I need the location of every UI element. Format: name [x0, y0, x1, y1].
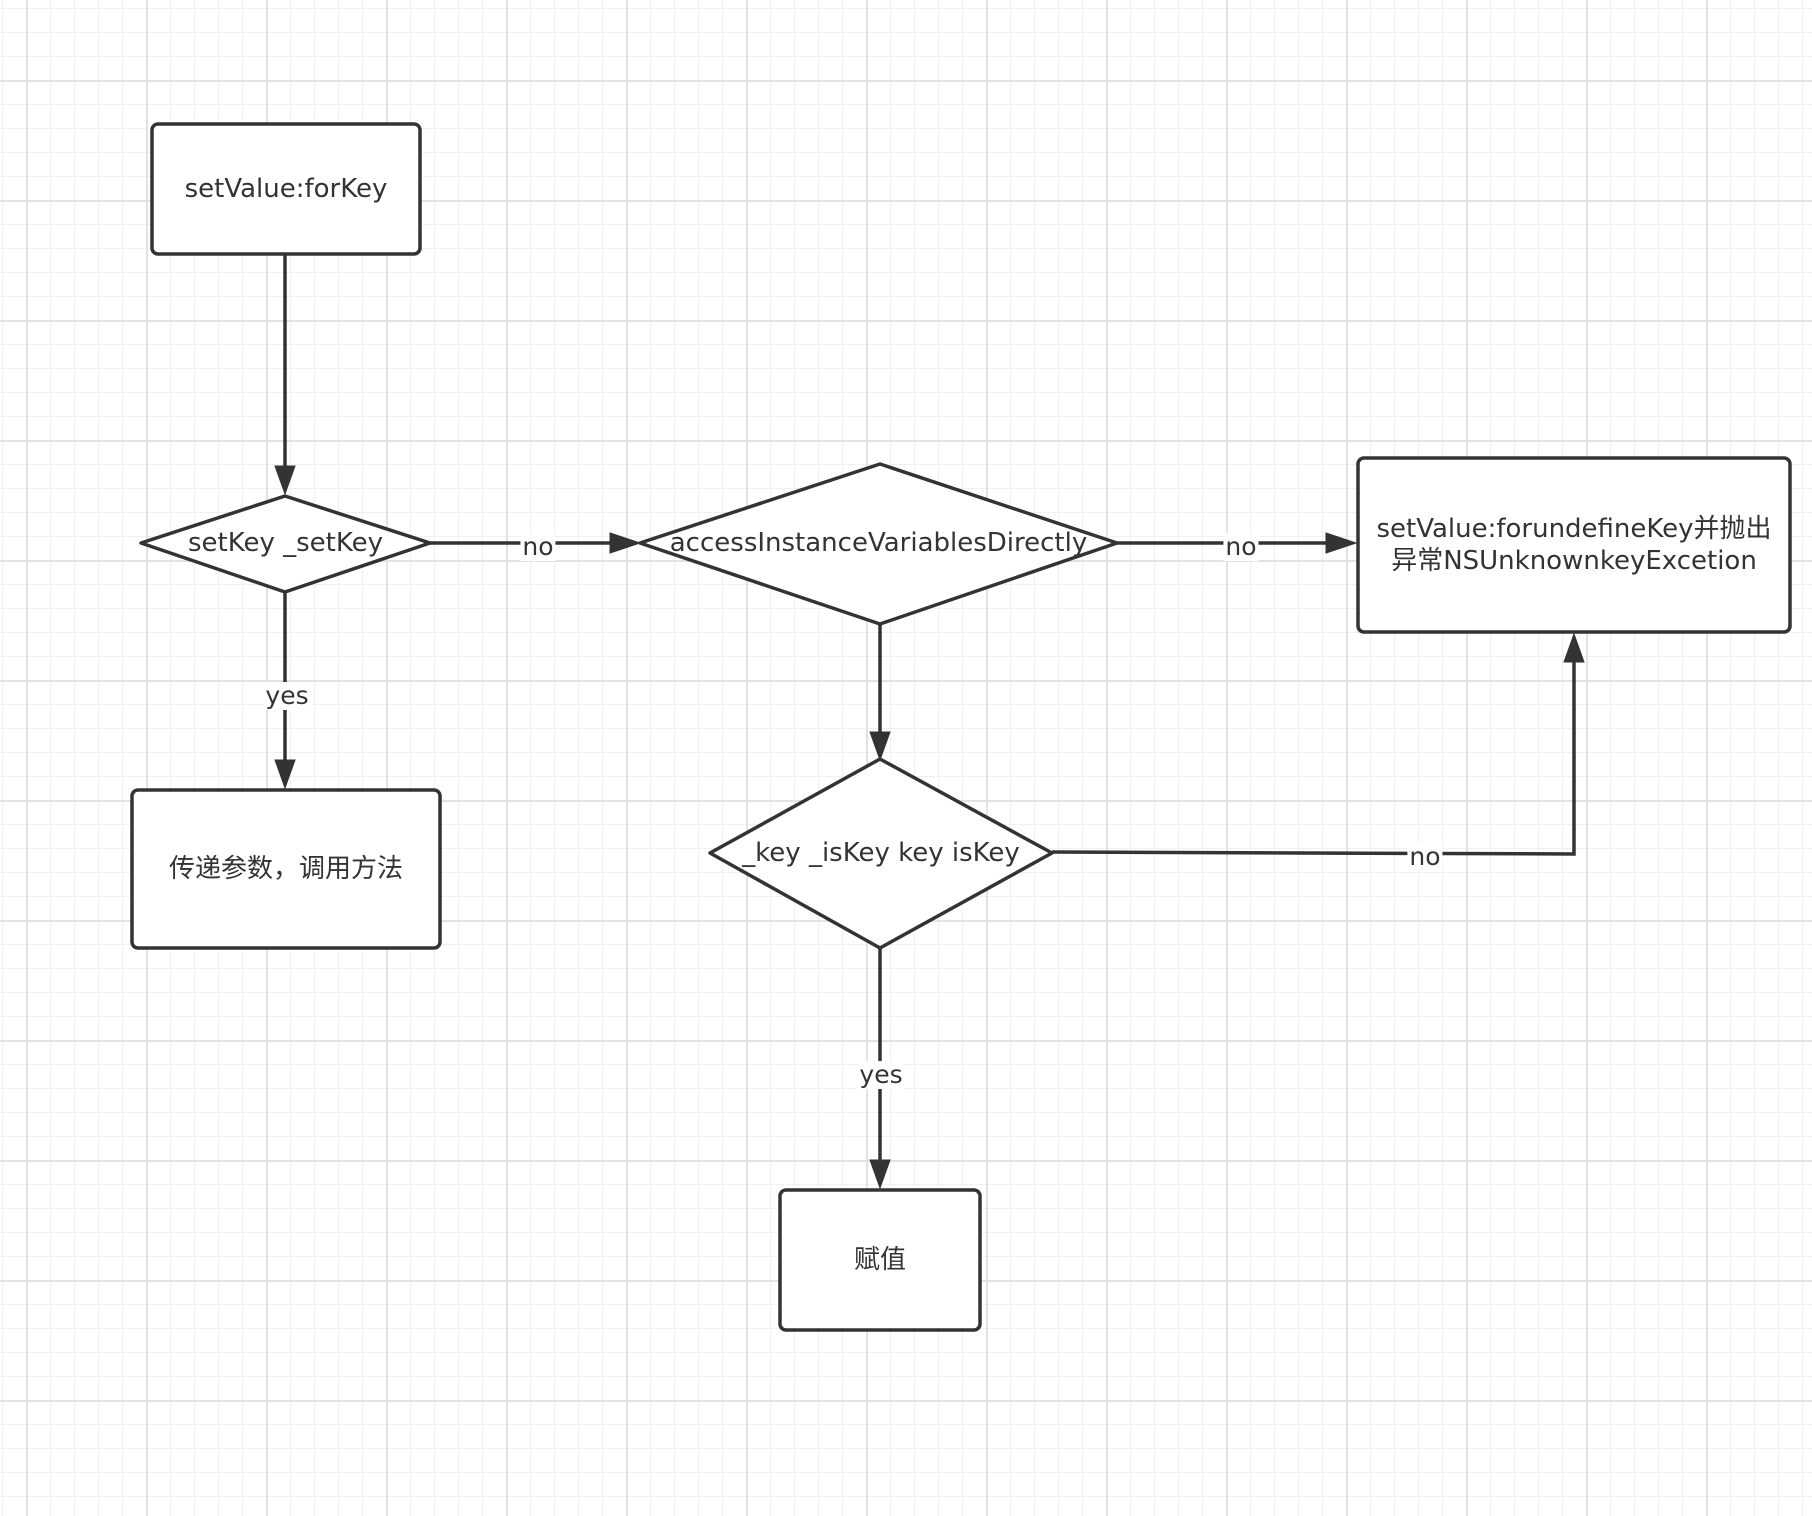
- setkey-decision-node: [139, 494, 432, 594]
- access-decision-node: [638, 462, 1119, 626]
- undefined-key-node: [1356, 456, 1792, 634]
- arrowhead-undefined: [1325, 532, 1358, 554]
- access-decision-label: accessInstanceVariablesDirectly: [669, 528, 1088, 558]
- edge-label-ivar-no: no: [1407, 842, 1443, 871]
- ivar-decision-node: [708, 757, 1054, 950]
- edge-label-setkey-yes: yes: [263, 681, 311, 710]
- arrowhead-ivar: [869, 731, 891, 762]
- call-method-label: 传递参数，调用方法: [168, 854, 403, 884]
- arrowhead-access: [609, 532, 642, 554]
- edge-label-ivar-yes: yes: [857, 1060, 905, 1089]
- edge-ivar-to-undefined: [1051, 660, 1576, 856]
- start-node: [150, 122, 422, 256]
- edge-label-access-no: no: [1223, 532, 1259, 561]
- assign-node: [778, 1188, 982, 1332]
- arrowhead-setkey: [274, 465, 296, 496]
- start-node-label: setValue:forKey: [184, 174, 388, 204]
- arrowhead-call: [274, 759, 296, 790]
- assign-node-label: 赋值: [853, 1245, 906, 1275]
- ivar-decision-label: _key _isKey key isKey: [742, 838, 1020, 868]
- call-method-node: [130, 788, 442, 950]
- arrowhead-assign: [869, 1159, 891, 1190]
- setkey-decision-label: setKey _setKey: [187, 528, 383, 558]
- undefined-key-label: setValue:forundefineKey并抛出 异常NSUnknownke…: [1376, 514, 1772, 576]
- edge-label-setkey-no: no: [520, 532, 556, 561]
- arrowhead-undefined-up: [1563, 632, 1585, 663]
